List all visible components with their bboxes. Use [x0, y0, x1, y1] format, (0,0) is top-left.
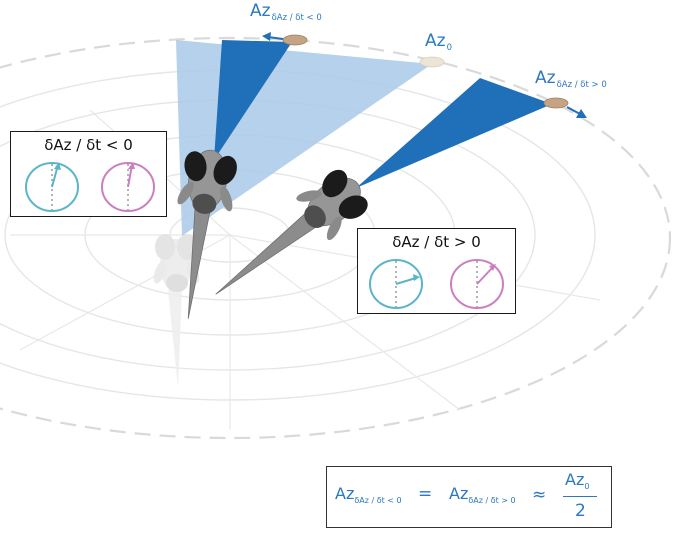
formula-equals: = [418, 484, 433, 504]
fish-ghost [153, 234, 200, 388]
fish-positive [215, 169, 368, 295]
formula-fraction-bar [563, 496, 597, 498]
formula-approx: ≈ [532, 485, 547, 505]
clock-pink-positive [450, 259, 504, 309]
box-negative: δAz / δt < 0 [10, 131, 167, 217]
label-az-negative-main: Az [250, 1, 271, 21]
formula-lhs-main: Az [335, 484, 355, 503]
formula-mid: AzδAz / δt > 0 [449, 486, 516, 505]
formula-denominator: 2 [575, 501, 586, 521]
formula-mid-main: Az [449, 484, 469, 503]
box-positive: δAz / δt > 0 [357, 228, 516, 314]
arena-outer-dashed [0, 36, 671, 440]
formula-box: AzδAz / δt < 0 = AzδAz / δt > 0 ≈ Az0 2 [326, 466, 612, 528]
fish-negative [177, 149, 237, 319]
label-az0: Az0 [425, 33, 452, 53]
box-negative-title: δAz / δt < 0 [44, 136, 133, 154]
label-az0-main: Az [425, 31, 446, 51]
clock-cyan-negative [25, 162, 79, 212]
box-positive-title: δAz / δt > 0 [392, 233, 481, 251]
formula-num-main: Az [565, 470, 585, 489]
label-az-negative-sub: δAz / δt < 0 [271, 13, 322, 23]
label-az-negative: AzδAz / δt < 0 [250, 3, 322, 23]
formula-num-sub: 0 [584, 482, 590, 491]
clock-pink-negative [101, 162, 155, 212]
arrow-negative-motion [262, 32, 284, 41]
target-positive [543, 97, 569, 109]
formula-lhs-sub: δAz / δt < 0 [354, 496, 402, 505]
gaze-wedge-positive [356, 78, 552, 188]
arrow-positive-motion [566, 106, 587, 118]
clock-cyan-positive [369, 259, 423, 309]
gaze-wedge-negative [214, 40, 292, 160]
target-negative [282, 34, 308, 46]
formula-numerator: Az0 [565, 472, 589, 491]
box-negative-clocks [25, 162, 155, 212]
label-az-positive-main: Az [535, 68, 556, 88]
formula-mid-sub: δAz / δt > 0 [468, 496, 516, 505]
label-az-positive: AzδAz / δt > 0 [535, 70, 607, 90]
box-positive-clocks [369, 259, 504, 309]
label-az-positive-sub: δAz / δt > 0 [556, 80, 607, 90]
formula-lhs: AzδAz / δt < 0 [335, 486, 402, 505]
target-az0 [419, 56, 445, 68]
label-az0-sub: 0 [446, 43, 452, 53]
